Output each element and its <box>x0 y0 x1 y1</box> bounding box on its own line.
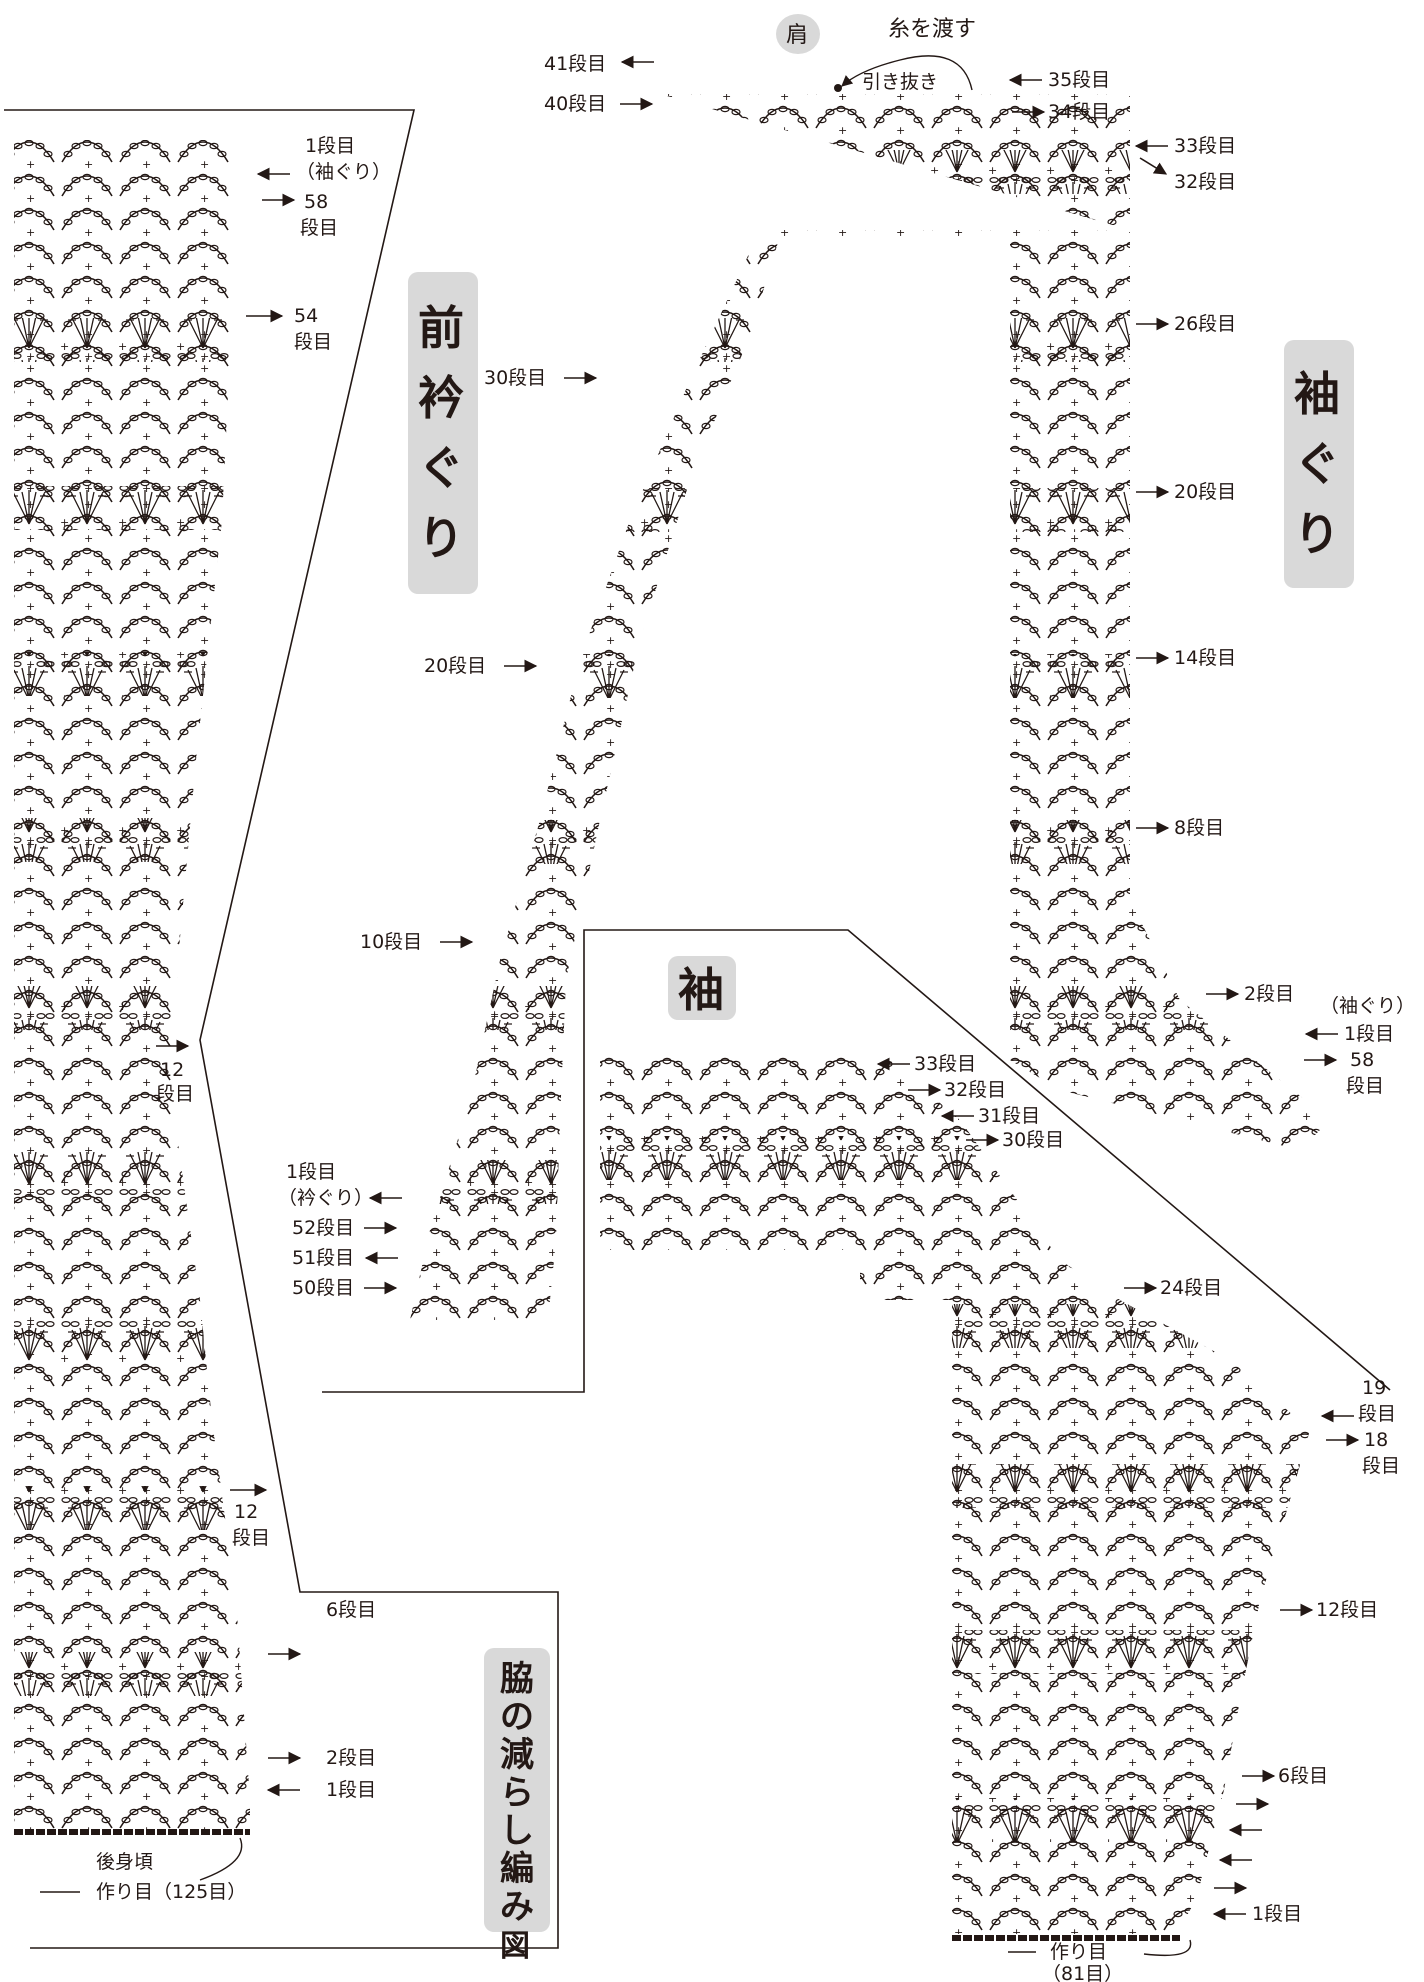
armhole-title-2: ぐ <box>1294 437 1340 491</box>
sleeve-chain-count: （81目） <box>1042 1963 1123 1982</box>
back-chain-label: 作り目（125目） <box>96 1881 246 1903</box>
neck-row52-label: 52段目 <box>292 1217 354 1239</box>
carry-yarn-label: 糸を渡す <box>888 17 976 42</box>
sleeve-title: 袖 <box>678 963 724 1017</box>
sleeve-chain-label: 作り目 <box>1050 1941 1107 1963</box>
front-neck-title-box <box>408 272 478 594</box>
sleeve-row6-label: 6段目 <box>1278 1765 1328 1787</box>
sleeve-row19-num: 19 <box>1362 1377 1386 1399</box>
back-row2-label: 2段目 <box>326 1747 376 1769</box>
side-dec-title-3: 減 <box>500 1735 534 1775</box>
side-dec-title-box <box>484 1648 550 1932</box>
armhole-title-1: 袖 <box>1294 367 1340 421</box>
back-row1-bottom-label: 1段目 <box>326 1779 376 1801</box>
sleeve-row32-label: 32段目 <box>944 1079 1006 1101</box>
armhole-row2-label: 2段目 <box>1244 983 1294 1005</box>
back-row12-lower-unit: 段目 <box>232 1527 270 1549</box>
shoulder-label: 肩 <box>786 23 808 48</box>
back-row1-armhole-label: （袖ぐり） <box>296 161 391 183</box>
sleeve-row30-label: 30段目 <box>1002 1129 1064 1151</box>
back-row12-upper-num: 12 <box>160 1059 184 1081</box>
front-neck-title-4: り <box>418 511 464 565</box>
neck-row34-label: 34段目 <box>1048 101 1110 123</box>
slip-stitch-label: 引き抜き <box>862 71 938 93</box>
sleeve-row31-label: 31段目 <box>978 1105 1040 1127</box>
armhole-row58-num: 58 <box>1350 1049 1374 1071</box>
sleeve-row12-label: 12段目 <box>1316 1599 1378 1621</box>
neck-row41-label: 41段目 <box>544 53 606 75</box>
back-row54-unit: 段目 <box>294 331 332 353</box>
back-row12-upper-unit: 段目 <box>156 1083 194 1105</box>
back-frame-line <box>4 109 559 1949</box>
neck-row30-label: 30段目 <box>484 367 546 389</box>
sleeve-row24-label: 24段目 <box>1160 1277 1222 1299</box>
front-neck-title-1: 前 <box>418 301 464 355</box>
sleeve-row18-num: 18 <box>1364 1429 1388 1451</box>
sleeve-row33-label: 33段目 <box>914 1053 976 1075</box>
side-dec-title-1: 脇 <box>500 1659 534 1699</box>
back-row1-label: 1段目 <box>305 135 355 157</box>
side-dec-title-4: ら <box>500 1773 534 1813</box>
neck-row51-label: 51段目 <box>292 1247 354 1269</box>
side-dec-title-5: し <box>500 1811 534 1851</box>
neck-row32-label: 32段目 <box>1174 171 1236 193</box>
sleeve-row1-label: 1段目 <box>1252 1903 1302 1925</box>
armhole-title-box <box>1284 340 1354 588</box>
armhole-row1-label: 1段目 <box>1344 1023 1394 1045</box>
side-dec-title-7: み <box>500 1887 534 1927</box>
back-body-chart <box>14 140 250 1835</box>
armhole-title-3: り <box>1294 507 1340 561</box>
back-row6-label: 6段目 <box>326 1599 376 1621</box>
armhole-row20-label: 20段目 <box>1174 481 1236 503</box>
neck-row1-neckline-label: （衿ぐり） <box>278 1187 373 1209</box>
shoulder-badge <box>776 14 820 54</box>
side-dec-title-8: 図 <box>500 1929 530 1964</box>
neck-row1-label: 1段目 <box>286 1161 336 1183</box>
back-row12-lower-num: 12 <box>234 1501 258 1523</box>
back-row58-unit: 段目 <box>300 217 338 239</box>
front-neck-title-3: ぐ <box>418 441 464 495</box>
side-dec-title-6: 編 <box>500 1849 534 1889</box>
neck-row35-label: 35段目 <box>1048 69 1110 91</box>
armhole-row58-unit: 段目 <box>1346 1075 1384 1097</box>
armhole-row1-armhole-label: （袖ぐり） <box>1320 995 1415 1017</box>
sleeve-frame-line <box>322 929 1391 1393</box>
neck-row20-label: 20段目 <box>424 655 486 677</box>
neck-row40-label: 40段目 <box>544 93 606 115</box>
sleeve-row19-unit: 段目 <box>1358 1403 1396 1425</box>
side-dec-title-2: の <box>500 1697 534 1737</box>
armhole-row26-label: 26段目 <box>1174 313 1236 335</box>
neck-row33-label: 33段目 <box>1174 135 1236 157</box>
neck-row50-label: 50段目 <box>292 1277 354 1299</box>
neck-row10-label: 10段目 <box>360 931 422 953</box>
armhole-row8-label: 8段目 <box>1174 817 1224 839</box>
front-neck-title-2: 衿 <box>418 371 464 425</box>
sleeve-chart <box>600 1052 1310 1941</box>
armhole-row14-label: 14段目 <box>1174 647 1236 669</box>
back-row58-num: 58 <box>304 191 328 213</box>
sleeve-row18-unit: 段目 <box>1362 1455 1400 1477</box>
sleeve-title-box <box>668 956 736 1020</box>
back-body-label: 後身頃 <box>96 1851 153 1873</box>
back-row54-num: 54 <box>294 305 318 327</box>
